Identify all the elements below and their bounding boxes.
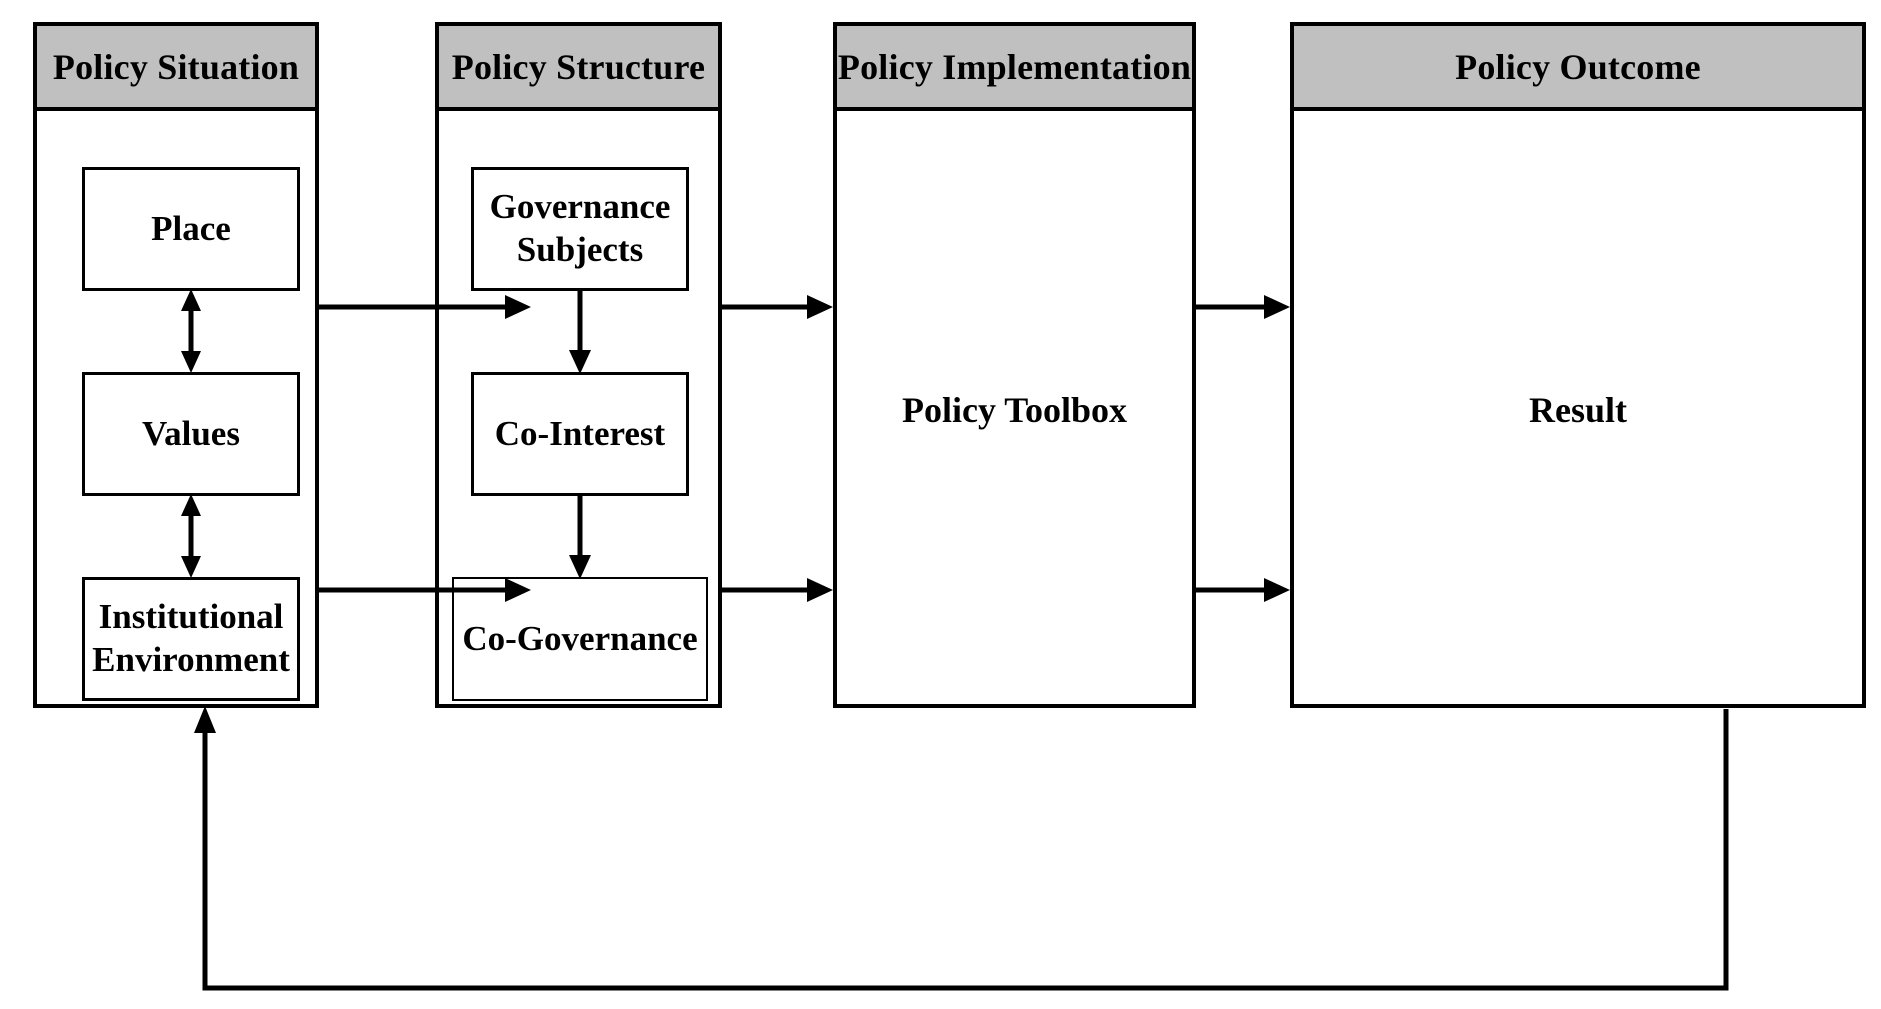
panel-policy-outcome: Policy Outcome Result xyxy=(1290,22,1866,708)
arrow-place-values xyxy=(181,289,201,373)
node-co-governance[interactable]: Co-Governance xyxy=(452,577,708,701)
arrow-cointerest-to-cogovernance xyxy=(569,496,591,579)
label-result: Result xyxy=(1529,390,1627,430)
panel-header-policy-outcome: Policy Outcome xyxy=(1294,26,1862,111)
panel-body-policy-outcome: Result xyxy=(1294,111,1862,704)
node-governance-subjects[interactable]: Governance Subjects xyxy=(471,167,689,291)
panel-header-policy-situation: Policy Situation xyxy=(37,26,315,111)
panel-policy-situation: Policy Situation Place Values Institutio… xyxy=(33,22,319,708)
node-institutional-environment[interactable]: Institutional Environment xyxy=(82,577,300,701)
connector-structure-implementation-upper xyxy=(722,295,833,319)
connector-feedback-loop xyxy=(194,706,1729,991)
panel-policy-implementation: Policy Implementation Policy Toolbox xyxy=(833,22,1196,708)
panel-header-policy-structure: Policy Structure xyxy=(439,26,718,111)
arrow-governance-to-cointerest xyxy=(569,291,591,374)
connector-structure-implementation-lower xyxy=(722,578,833,602)
label-policy-toolbox: Policy Toolbox xyxy=(901,390,1128,430)
arrow-values-institutional xyxy=(181,494,201,578)
node-place[interactable]: Place xyxy=(82,167,300,291)
panel-body-policy-implementation: Policy Toolbox xyxy=(837,111,1192,704)
connector-implementation-outcome-upper xyxy=(1196,295,1290,319)
node-co-interest[interactable]: Co-Interest xyxy=(471,372,689,496)
panel-body-policy-situation: Place Values Institutional Environment xyxy=(37,111,315,704)
connector-implementation-outcome-lower xyxy=(1196,578,1290,602)
panel-body-policy-structure: Governance Subjects Co-Interest Co-Gover… xyxy=(439,111,718,704)
node-values[interactable]: Values xyxy=(82,372,300,496)
panel-policy-structure: Policy Structure Governance Subjects Co-… xyxy=(435,22,722,708)
panel-header-policy-implementation: Policy Implementation xyxy=(837,26,1192,111)
